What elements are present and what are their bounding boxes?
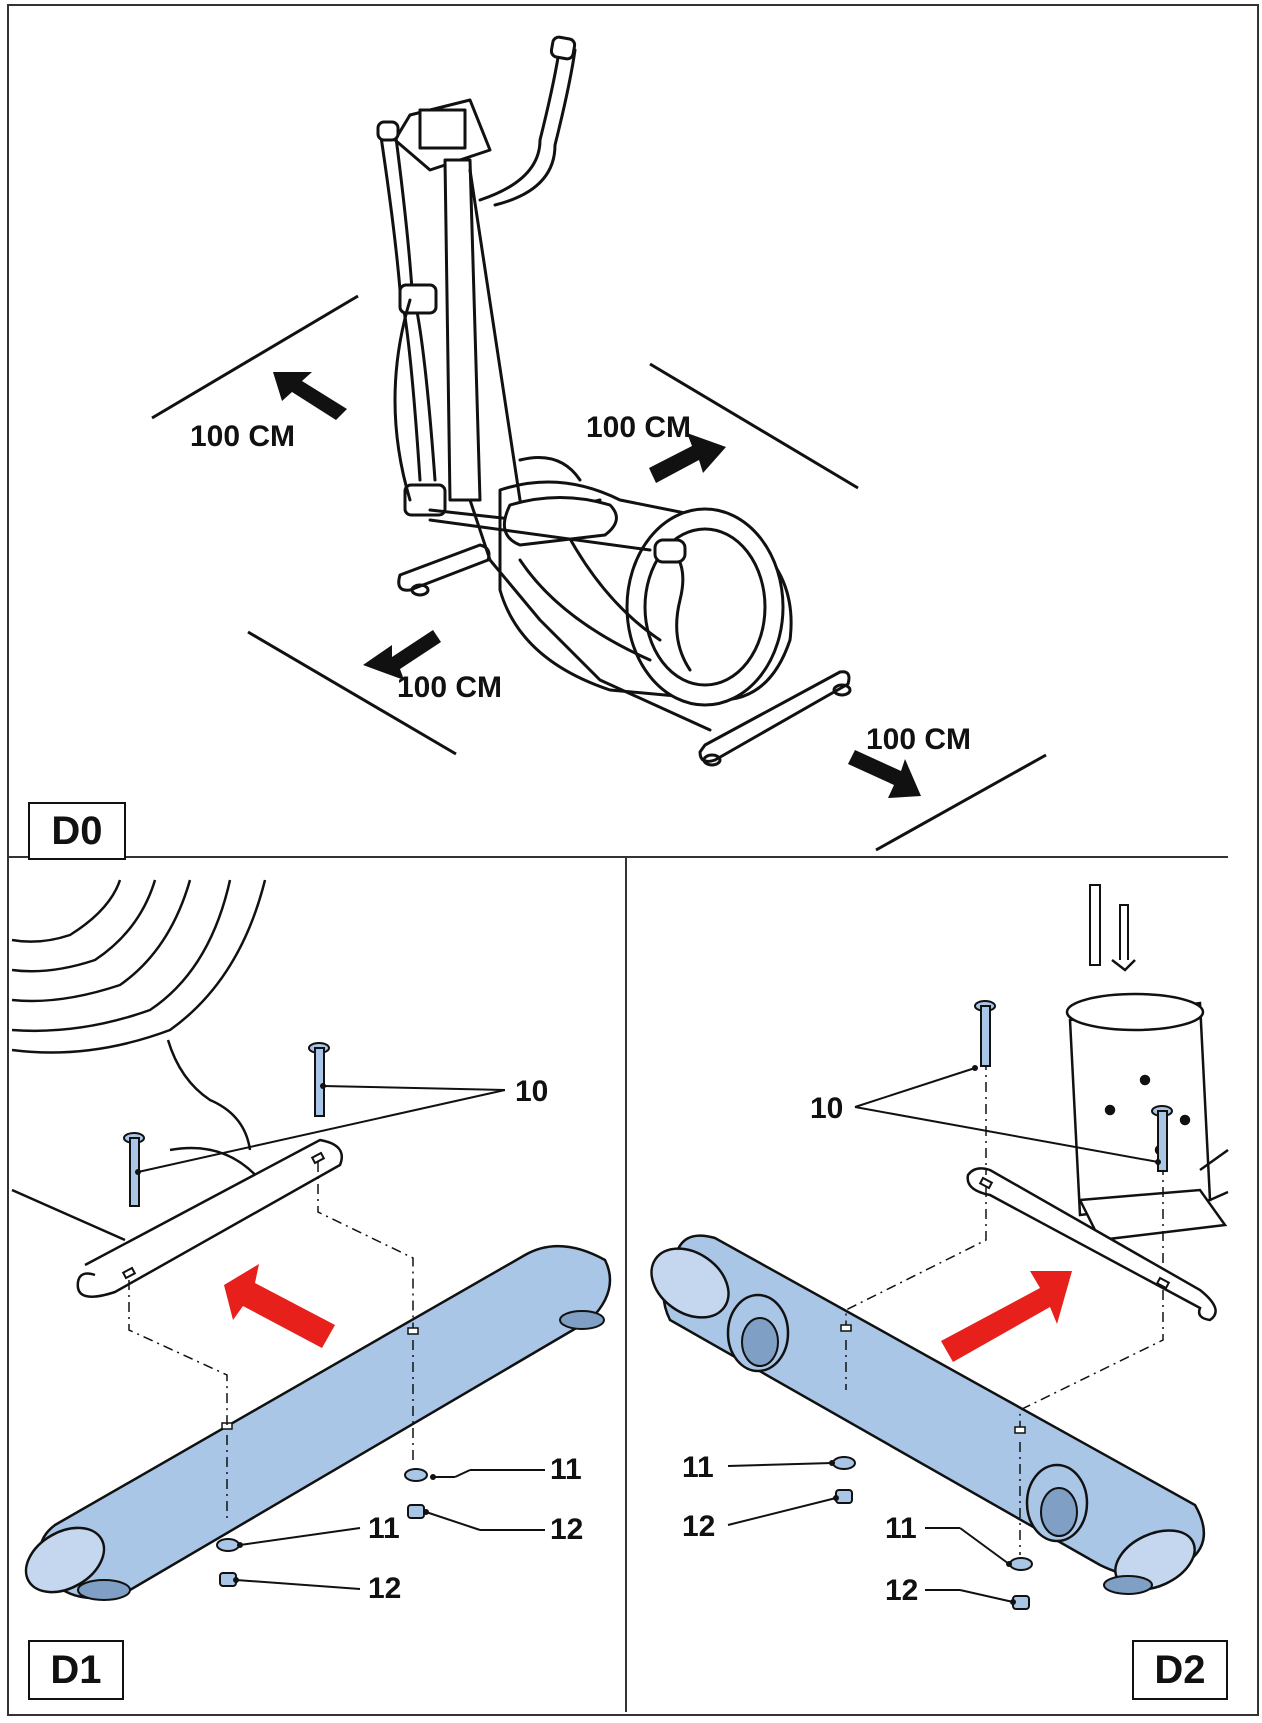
d1-part-label-bolt: 10 <box>515 1075 549 1108</box>
clearance-label-front-left: 100 CM <box>397 671 503 704</box>
d2-part-label-nut-right: 12 <box>885 1574 919 1607</box>
d1-part-label-nut-left: 12 <box>368 1572 402 1605</box>
d1-bracket-plate <box>76 1138 343 1298</box>
d2-leader-lines <box>727 1067 1159 1603</box>
elliptical-trainer-illustration <box>376 35 852 767</box>
d2-part-label-washer-right: 11 <box>885 1512 917 1545</box>
clearance-arrow-back-left <box>273 372 347 420</box>
d1-bolt-right <box>308 1042 330 1117</box>
d2-part-label-washer-left: 11 <box>682 1451 714 1484</box>
d1-bolts <box>123 1042 330 1207</box>
page-frame <box>7 4 1259 1716</box>
d1-bolt-left <box>123 1132 145 1207</box>
d2-bracket-plate <box>966 1167 1217 1322</box>
d2-bolt-left <box>974 1000 996 1067</box>
d2-part-label-bolt: 10 <box>810 1092 844 1125</box>
clearance-label-front-right: 100 CM <box>866 723 972 756</box>
d1-machine-outline <box>11 879 267 1242</box>
d2-washer-left <box>832 1456 856 1470</box>
d1-alignment-lines <box>128 1162 414 1520</box>
d1-assembly-direction-arrow <box>224 1264 335 1348</box>
d1-part-label-nut-right: 12 <box>550 1513 584 1546</box>
d1-part-label-washer-left: 11 <box>368 1512 400 1545</box>
clearance-arrow-front-left <box>363 630 441 680</box>
clearance-label-back-left: 100 CM <box>190 420 296 453</box>
d2-bolt-right <box>1151 1105 1173 1172</box>
d2-bolts <box>974 1000 1173 1172</box>
d1-washer-right <box>404 1468 428 1482</box>
d2-hardware <box>832 1456 1033 1610</box>
d1-nut-right <box>407 1504 425 1519</box>
d2-alignment-lines <box>845 1060 1164 1555</box>
d2-part-label-nut-left: 12 <box>682 1510 716 1543</box>
d2-leader-dots <box>829 1065 1161 1605</box>
d1-leader-lines <box>137 1085 545 1590</box>
clearance-arrows <box>273 372 921 798</box>
clearance-lines <box>151 294 1047 852</box>
d2-washer-right <box>1009 1557 1033 1571</box>
d1-part-label-washer-right: 11 <box>550 1453 582 1486</box>
panel-tag-d2: D2 <box>1132 1640 1228 1700</box>
d2-assembly-direction-arrow <box>941 1271 1072 1362</box>
d1-washer-left <box>216 1538 240 1552</box>
clearance-arrow-front-right <box>848 750 921 798</box>
panel-tag-d0: D0 <box>28 802 126 860</box>
d1-leader-dots <box>135 1083 436 1583</box>
clearance-label-back-right: 100 CM <box>586 411 692 444</box>
clearance-arrow-back-right <box>649 433 726 483</box>
d1-stabilizer-tube <box>24 1244 612 1601</box>
panel-tag-d1: D1 <box>28 1640 124 1700</box>
d2-stabilizer-tube <box>650 1234 1206 1595</box>
d2-machine-outline <box>1065 884 1229 1242</box>
